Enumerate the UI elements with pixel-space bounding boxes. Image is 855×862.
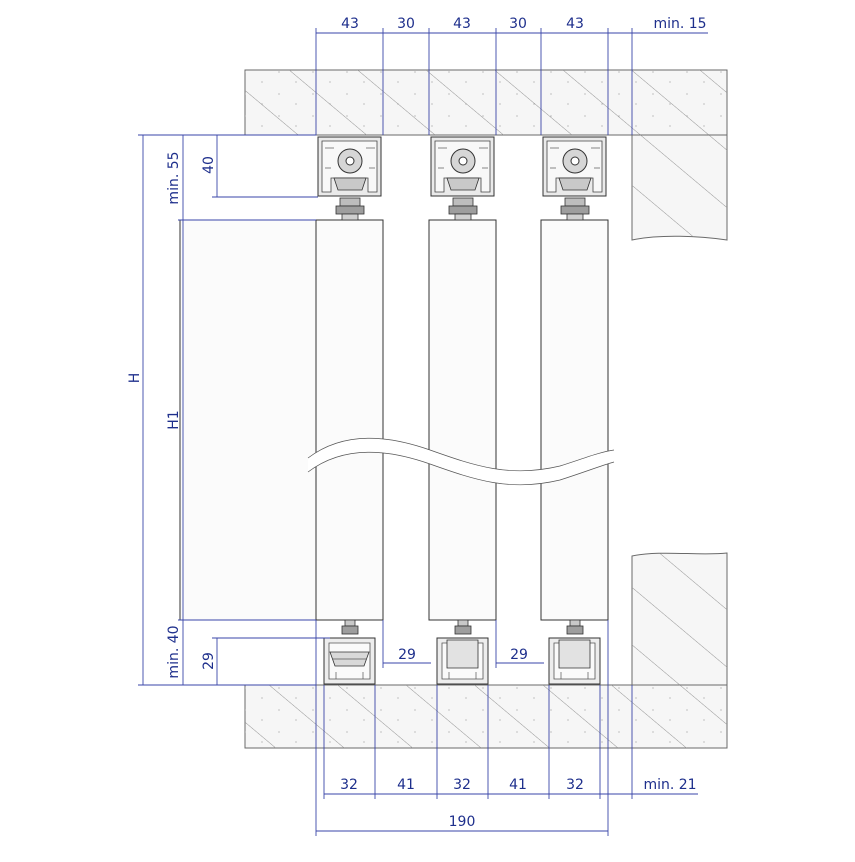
dim-H1: H1 [166,410,182,429]
top-dim-30-a: 30 [397,16,415,32]
dim-29-guide: 29 [201,652,217,670]
bottom-dim-32-c: 32 [566,777,584,793]
dim-40-track: 40 [201,156,217,174]
top-track-profile-2 [430,136,495,221]
top-dim-30-b: 30 [509,16,527,32]
ceiling-wall [244,69,728,136]
dim-min40: min. 40 [166,625,182,678]
top-track-profile-1 [317,136,382,221]
dim-H: H [127,373,143,384]
door-panel-3 [540,219,609,621]
dim-min55: min. 55 [166,151,182,204]
bottom-dim-41-a: 41 [397,777,415,793]
gap-dimensions: 29 29 [382,620,544,668]
bottom-dimension-chain: 32 41 32 41 32 min. 21 190 [315,620,698,836]
right-wall-upper [631,134,728,241]
bottom-guide-profile-2 [436,619,489,685]
door-panel-1 [315,219,384,621]
top-dim-43-a: 43 [341,16,359,32]
bottom-dim-32-b: 32 [453,777,471,793]
bottom-guide-profile-1 [323,619,376,685]
dim-gap-29-left: 29 [398,647,416,663]
top-dim-43-c: 43 [566,16,584,32]
bottom-dim-41-b: 41 [509,777,527,793]
fixed-side-panel [179,219,317,621]
top-track-profile-3 [542,136,607,221]
right-wall-lower [631,552,728,686]
top-dim-43-b: 43 [453,16,471,32]
top-dim-min15: min. 15 [653,16,706,32]
dim-gap-29-right: 29 [510,647,528,663]
floor-wall [244,684,728,749]
bottom-dim-32-a: 32 [340,777,358,793]
top-dimension-chain: 43 30 43 30 43 min. 15 [315,16,708,135]
bottom-guide-profile-3 [548,619,601,685]
door-panel-2 [428,219,497,621]
break-line [307,437,615,486]
bottom-dim-min21: min. 21 [643,777,696,793]
bottom-dim-total-190: 190 [449,814,476,830]
left-dimension-chain: H min. 55 H1 min. 40 40 29 [127,134,330,686]
